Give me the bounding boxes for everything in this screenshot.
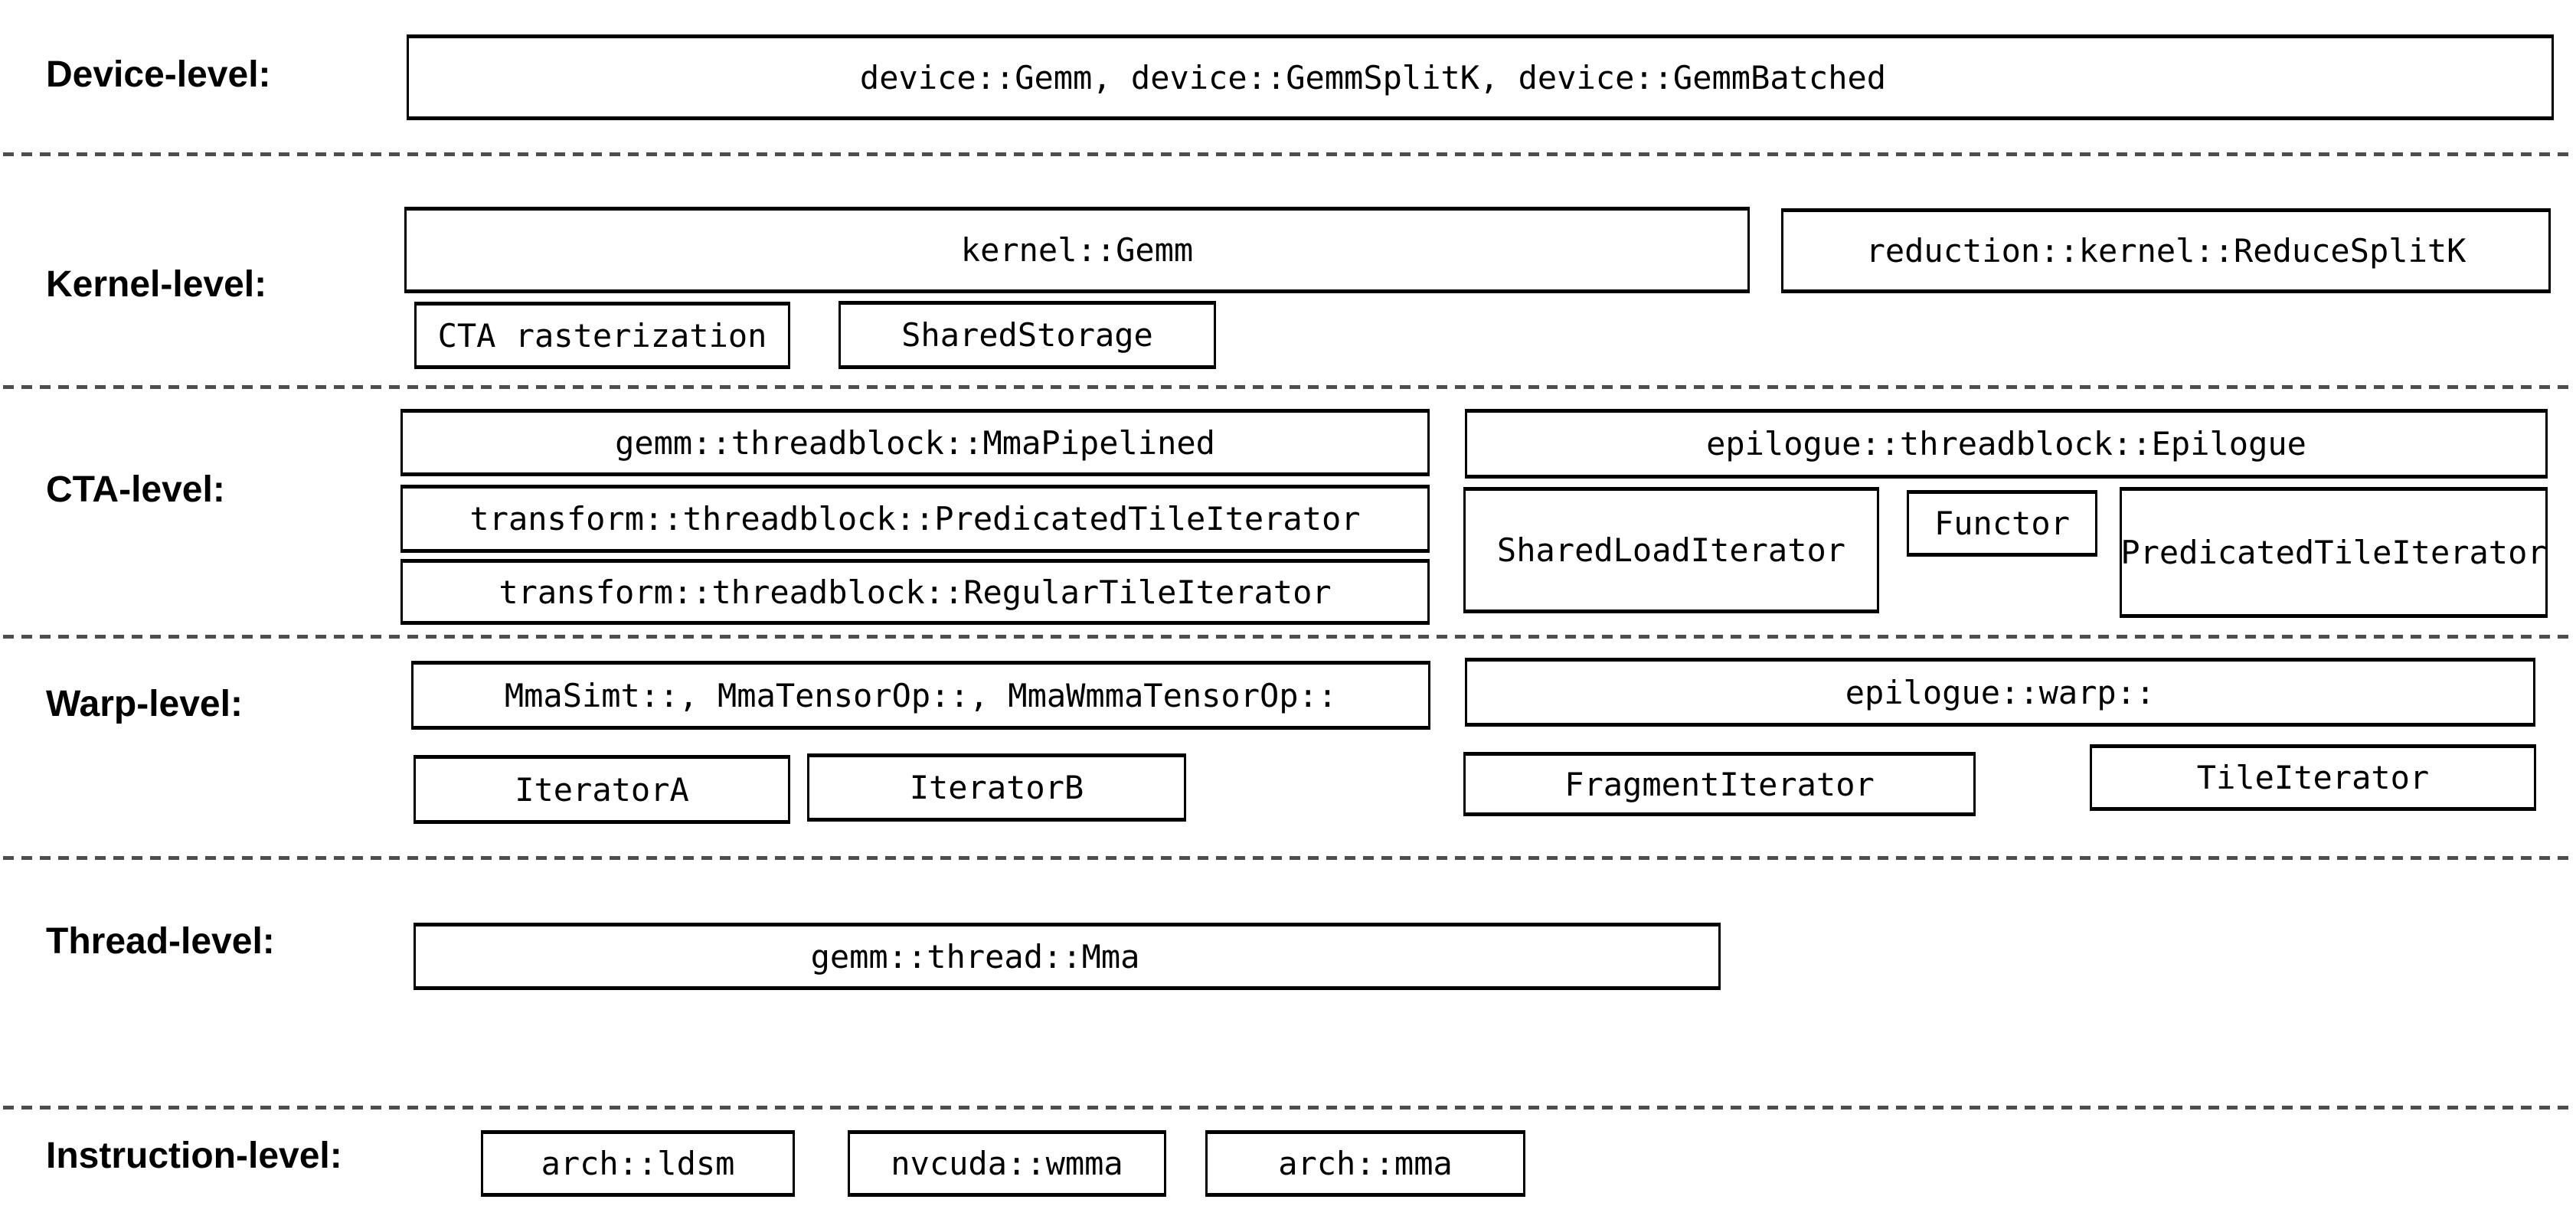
cta-rasterization-box: CTA rasterization (414, 302, 790, 369)
row-label-device: Device-level: (46, 54, 271, 95)
arch-ldsm-box: arch::ldsm (481, 1130, 795, 1197)
row-label-cta: CTA-level: (46, 469, 225, 510)
separator-warp-thread (3, 856, 2573, 860)
nvcuda-wmma-box: nvcuda::wmma (848, 1130, 1166, 1197)
transform-predicated-tile-iterator-box: transform::threadblock::PredicatedTileIt… (400, 485, 1430, 553)
fragment-iterator-box: FragmentIterator (1463, 752, 1976, 816)
epilogue-predicated-tile-iterator-box: PredicatedTileIterator (2120, 487, 2548, 618)
separator-device-kernel (3, 152, 2573, 156)
reduction-kernel-reduce-splitk-box: reduction::kernel::ReduceSplitK (1781, 208, 2551, 293)
iterator-a-box: IteratorA (414, 755, 790, 824)
row-label-thread: Thread-level: (46, 921, 275, 962)
mma-pipelined-box: gemm::threadblock::MmaPipelined (400, 409, 1430, 476)
separator-cta-warp (3, 635, 2573, 639)
shared-load-iterator-box: SharedLoadIterator (1463, 487, 1879, 613)
warp-mma-box: MmaSimt::, MmaTensorOp::, MmaWmmaTensorO… (411, 661, 1430, 730)
epilogue-threadblock-box: epilogue::threadblock::Epilogue (1465, 409, 2548, 479)
row-label-instruction: Instruction-level: (46, 1136, 342, 1176)
separator-thread-instruction (3, 1106, 2573, 1110)
row-label-warp: Warp-level: (46, 684, 243, 724)
shared-storage-box: SharedStorage (839, 301, 1216, 369)
device-gemm-box: device::Gemm, device::GemmSplitK, device… (407, 34, 2554, 120)
arch-mma-box: arch::mma (1205, 1130, 1525, 1197)
gemm-thread-mma-box: gemm::thread::Mma (414, 923, 1721, 990)
kernel-gemm-box: kernel::Gemm (404, 207, 1750, 293)
functor-box: Functor (1907, 490, 2097, 557)
epilogue-warp-box: epilogue::warp:: (1465, 658, 2535, 727)
separator-kernel-cta (3, 385, 2573, 389)
transform-regular-tile-iterator-box: transform::threadblock::RegularTileItera… (400, 559, 1430, 625)
tile-iterator-box: TileIterator (2090, 744, 2536, 811)
iterator-b-box: IteratorB (807, 753, 1186, 822)
row-label-kernel: Kernel-level: (46, 264, 267, 305)
